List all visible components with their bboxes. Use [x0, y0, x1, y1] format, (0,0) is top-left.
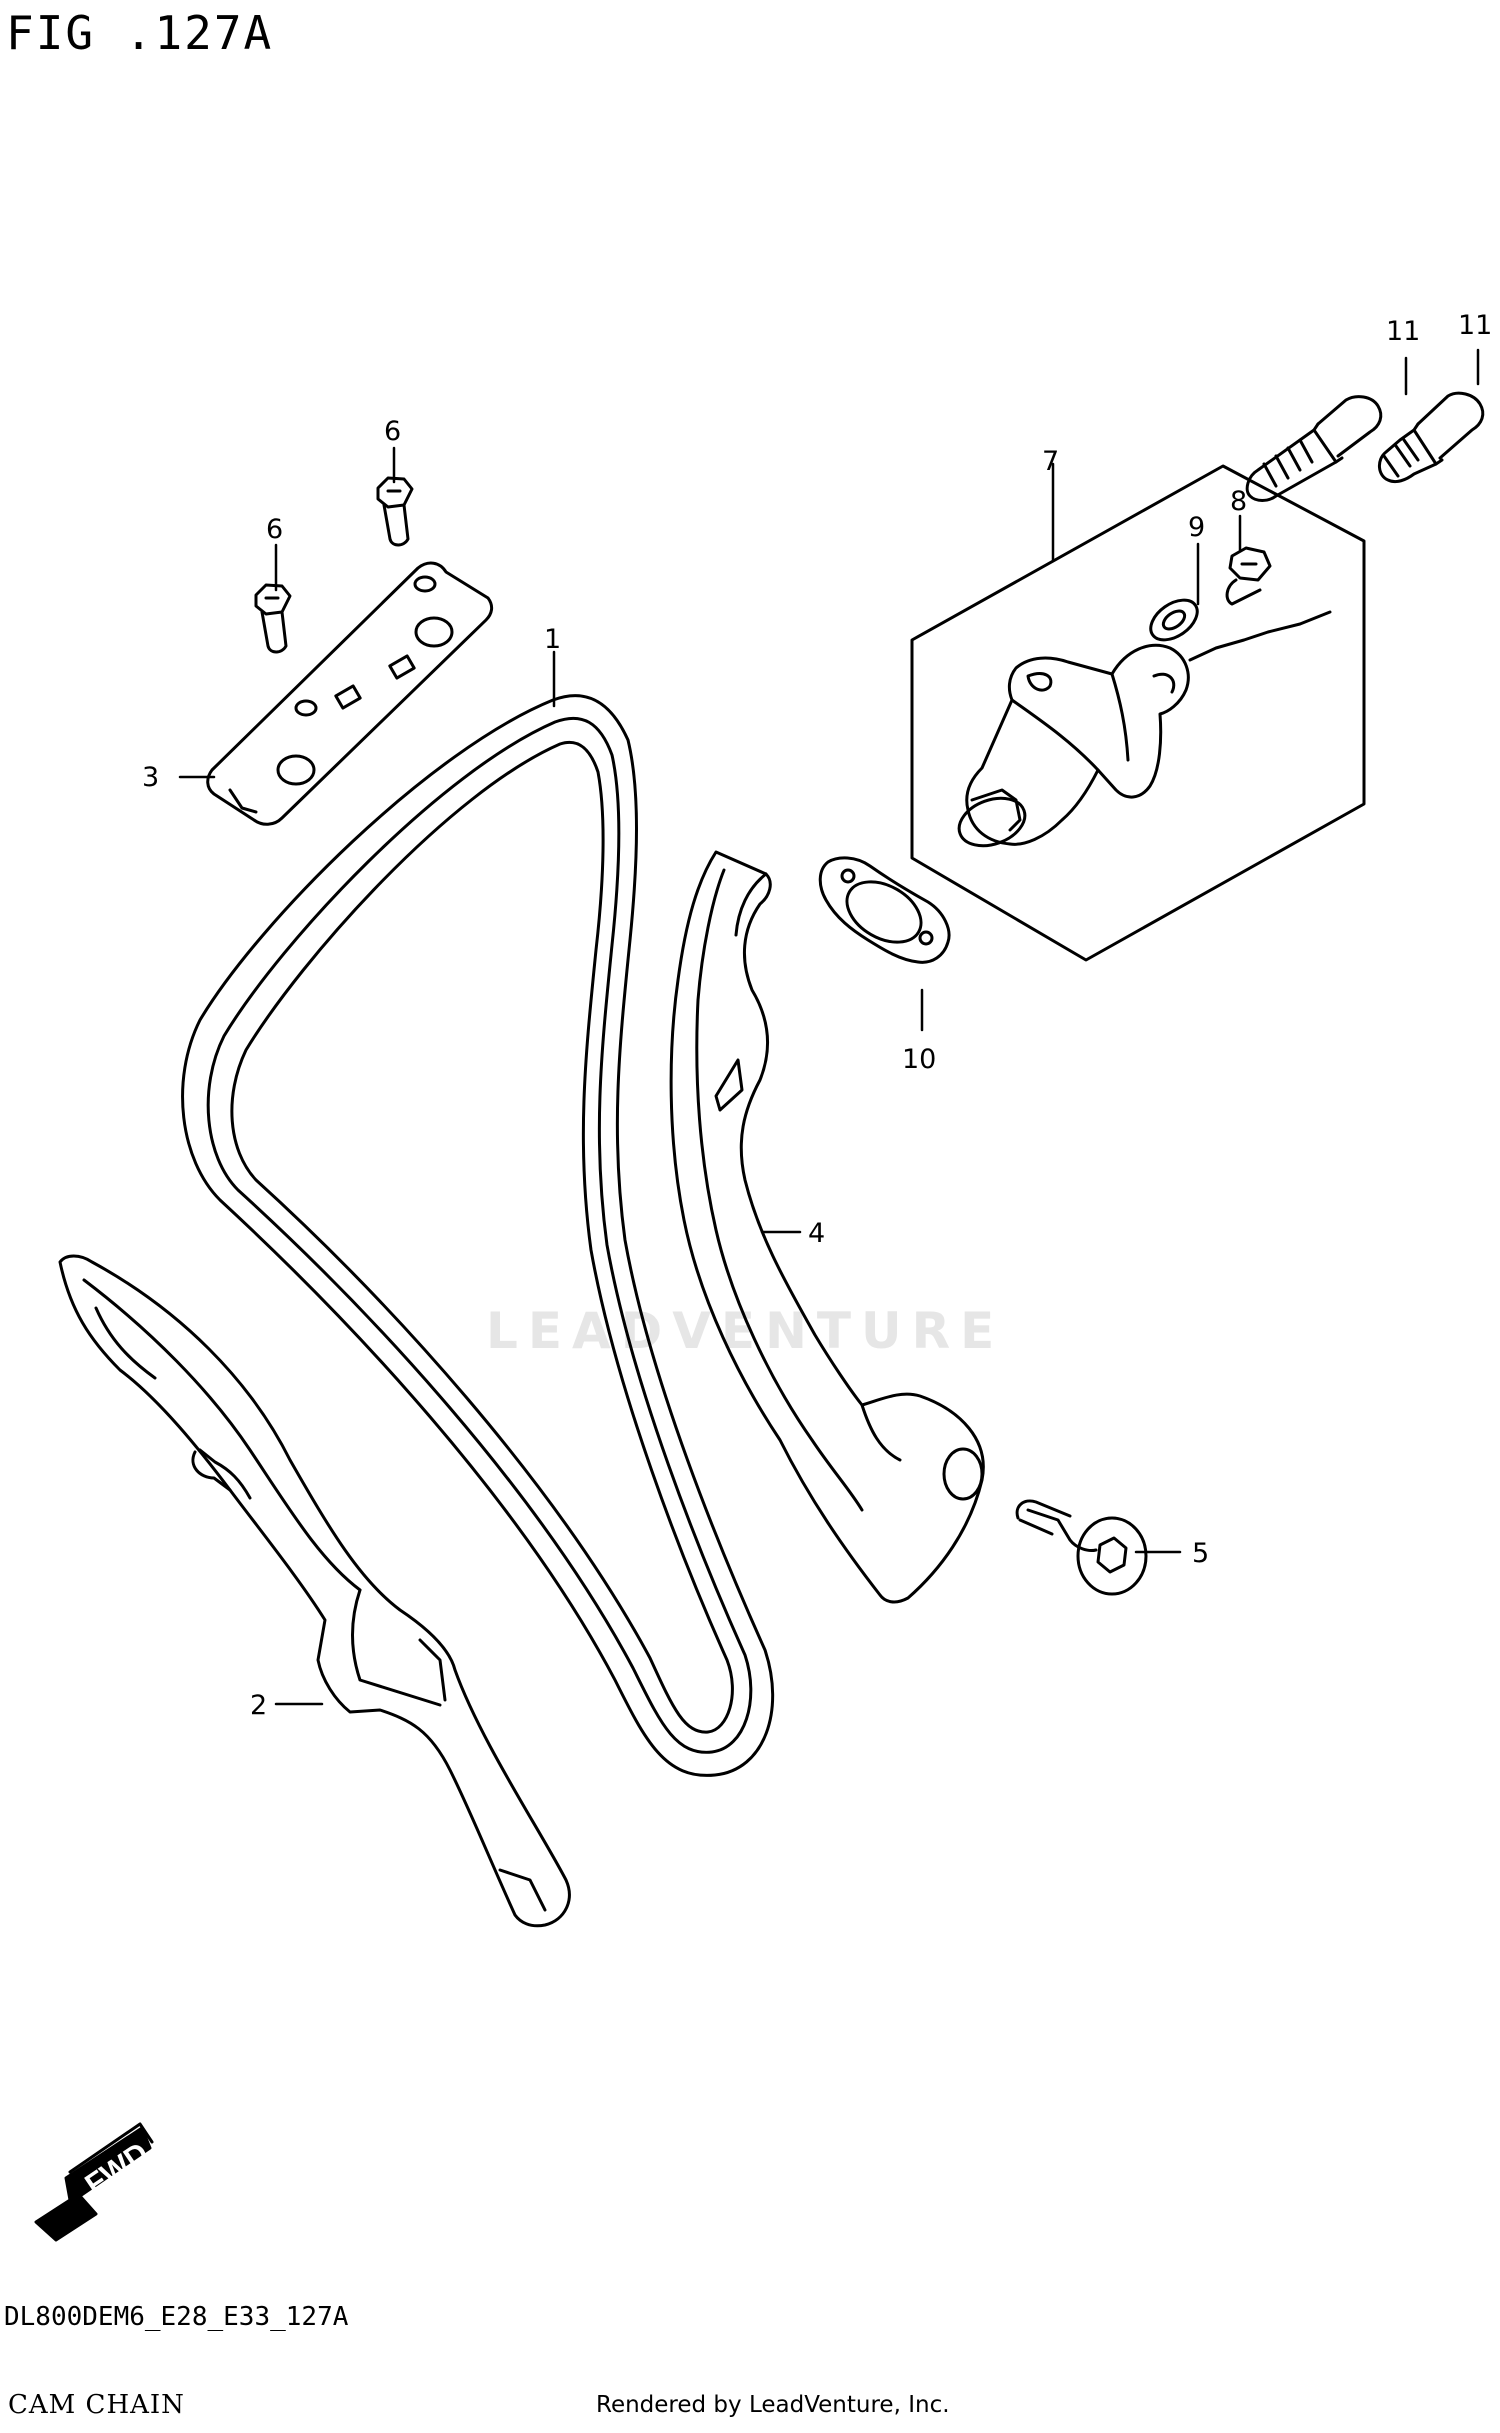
callout-1: 1	[544, 624, 561, 655]
tensioner-bolt-b	[1378, 391, 1485, 484]
chain-guide-upper	[206, 561, 494, 826]
figure-title: FIG .127A	[6, 6, 274, 60]
leader-lines	[178, 348, 1480, 1706]
tensioner-gasket	[818, 856, 951, 964]
callout-3: 3	[142, 762, 159, 793]
callout-4: 4	[808, 1218, 825, 1249]
diagram-name: CAM CHAIN	[8, 2390, 185, 2420]
tensioner-cap-bolt	[1225, 546, 1272, 606]
diagram-code: DL800DEM6_E28_E33_127A	[4, 2302, 349, 2332]
guide-bolt-upper-a	[254, 583, 292, 654]
callout-10: 10	[902, 1044, 936, 1075]
callout-8: 8	[1230, 486, 1247, 517]
callout-11b: 11	[1458, 310, 1492, 341]
chain-tensioner-assembly	[910, 464, 1366, 962]
callout-labels: 1 2 3 4 5 6 6 7 8 9 10 11 11	[142, 310, 1492, 1721]
guide-bolt-upper-b	[376, 476, 414, 547]
callout-7: 7	[1042, 446, 1059, 477]
gasket-washer	[1149, 598, 1199, 642]
callout-9: 9	[1188, 512, 1205, 543]
chain-guide-front	[669, 850, 985, 1604]
tensioner-bolt-a	[1245, 395, 1383, 502]
callout-11a: 11	[1386, 316, 1420, 347]
guide-bolt-lower	[1015, 1499, 1148, 1596]
callout-5: 5	[1192, 1538, 1209, 1569]
callout-6a: 6	[384, 416, 401, 447]
cam-chain	[181, 694, 775, 1777]
render-credit: Rendered by LeadVenture, Inc.	[596, 2392, 950, 2418]
forward-arrow-icon: FWD	[34, 2122, 155, 2242]
watermark: LEADVENTURE	[486, 1302, 1005, 1360]
callout-2: 2	[250, 1690, 267, 1721]
chain-guide-tensioner-side	[58, 1254, 571, 1928]
callout-6b: 6	[266, 514, 283, 545]
